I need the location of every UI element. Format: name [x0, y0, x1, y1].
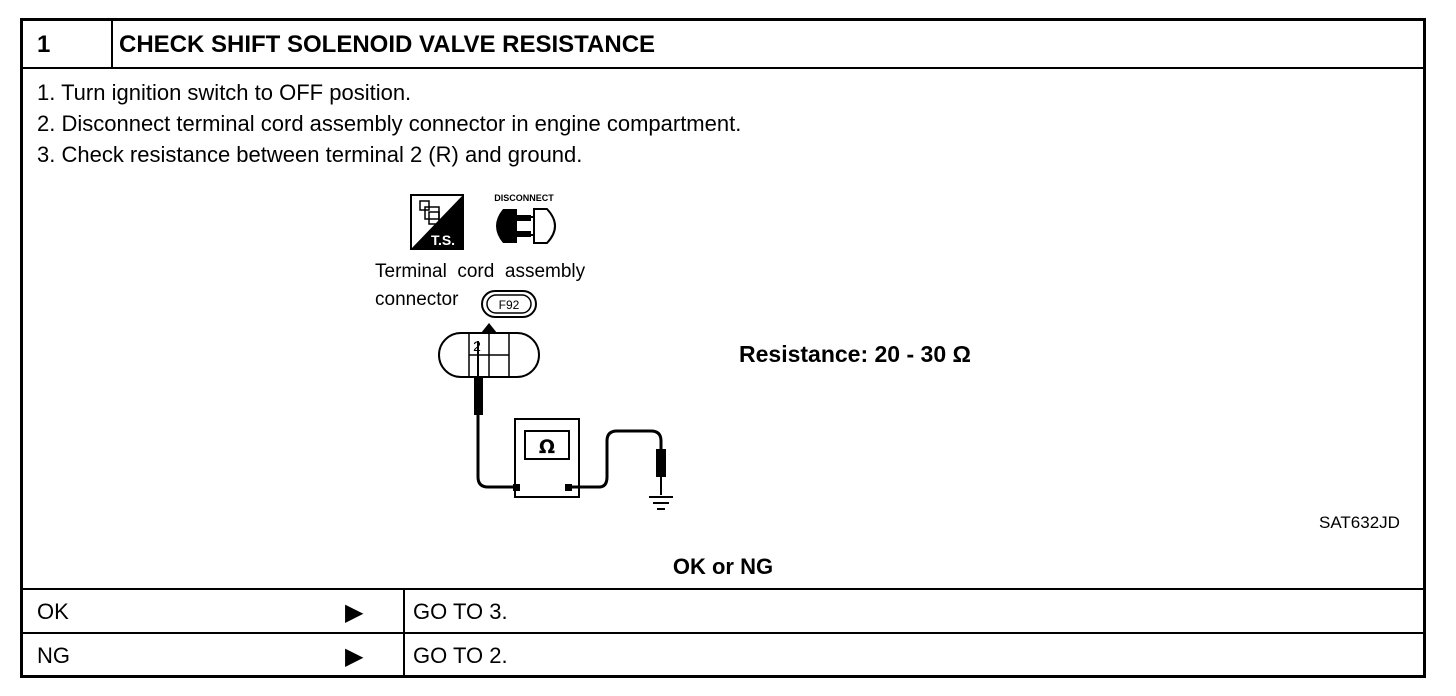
header-divider	[111, 21, 113, 67]
ts-badge-icon: T.S.	[410, 194, 464, 250]
connector-pointer-icon	[481, 323, 497, 333]
instruction-3: 3. Check resistance between terminal 2 (…	[37, 142, 583, 167]
connector-label-line1: Terminal cord assembly	[375, 261, 586, 282]
connector-body: 2	[438, 332, 540, 378]
connector-code: F92	[499, 298, 520, 312]
arrow-right-icon: ▶	[345, 643, 364, 670]
result-label: NG	[37, 643, 70, 668]
instruction-1: 1. Turn ignition switch to OFF position.	[37, 80, 412, 105]
row-divider	[403, 634, 405, 678]
result-action: GO TO 2.	[413, 643, 508, 668]
connector-code-badge: F92	[481, 290, 537, 318]
disconnect-label: DISCONNECT	[494, 193, 554, 203]
resistance-spec: Resistance: 20 - 30 Ω	[739, 341, 971, 367]
negative-probe	[571, 429, 666, 495]
step-number: 1	[37, 31, 51, 58]
instruction-2: 2. Disconnect terminal cord assembly con…	[37, 111, 742, 136]
row-divider	[403, 590, 405, 634]
wiring-figure: T.S. DISCONNECT Terminal cord assembly c…	[375, 193, 673, 510]
ohm-symbol-icon: Ω	[539, 436, 555, 458]
positive-probe	[474, 341, 517, 489]
step-title: CHECK SHIFT SOLENOID VALVE RESISTANCE	[119, 31, 656, 58]
result-action: GO TO 3.	[413, 599, 508, 624]
ohmmeter: Ω	[513, 418, 580, 498]
inspection-table: 1 CHECK SHIFT SOLENOID VALVE RESISTANCE …	[20, 18, 1426, 678]
arrow-right-icon: ▶	[345, 599, 364, 626]
connector-label-line2: connector	[375, 289, 459, 310]
figure-id: SAT632JD	[1319, 513, 1400, 532]
step-header: 1 CHECK SHIFT SOLENOID VALVE RESISTANCE	[23, 21, 1423, 69]
result-row-ok: OK ▶ GO TO 3.	[23, 588, 1423, 634]
disconnect-icon: DISCONNECT	[494, 193, 556, 244]
result-label: OK	[37, 599, 69, 624]
result-prompt: OK or NG	[672, 554, 774, 579]
result-row-ng: NG ▶ GO TO 2.	[23, 632, 1423, 678]
ground-icon	[649, 496, 673, 510]
ts-badge-text: T.S.	[431, 232, 455, 248]
